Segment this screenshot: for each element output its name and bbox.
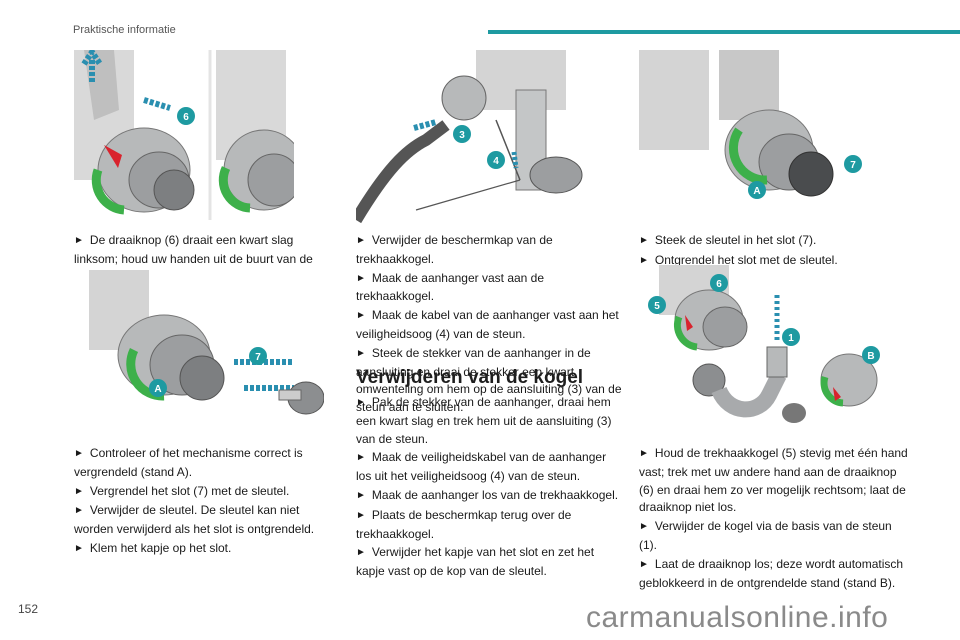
badge-4-label: 4 <box>493 156 499 167</box>
col2-b1-item: Maak de kabel van de aanhanger vast aan … <box>356 307 622 344</box>
badge-4 <box>487 151 505 169</box>
badge-6-label: 6 <box>716 279 722 290</box>
badge-7 <box>249 347 267 365</box>
badge-3-label: 3 <box>459 130 465 141</box>
col2-b1-item: Maak de aanhanger vast aan de trekhaakko… <box>356 270 622 307</box>
col1-b2-item: Verwijder de sleutel. De sleutel kan nie… <box>74 502 336 539</box>
right-knob-assembly <box>216 50 294 213</box>
col2-b2-item: Pak de stekker van de aanhanger, draai h… <box>356 394 622 448</box>
badge-7 <box>844 155 862 173</box>
badge-6 <box>710 274 728 292</box>
badge-A <box>149 379 167 397</box>
col2-b2-item: Plaats de beschermkap terug over de trek… <box>356 507 622 544</box>
header-accent-bar <box>488 30 960 34</box>
col2-section: Verwijderen van de kogel <box>356 366 622 391</box>
badge-B-label: B <box>867 351 874 362</box>
col3-b2-item: Laat de draaiknop los; deze wordt automa… <box>639 556 909 593</box>
col3-b1-item: Ontgrendel het slot met de sleutel. <box>639 252 909 271</box>
badge-7-label: 7 <box>255 352 261 363</box>
col1-block1: De draaiknop (6) draait een kwart slag l… <box>74 232 336 287</box>
col1-block2: Controleer of het mechanisme correct is … <box>74 445 336 560</box>
badge-7-label: 7 <box>850 160 856 171</box>
badge-1 <box>782 328 800 346</box>
badge-6 <box>177 107 195 125</box>
col2-b2-item: Maak de veiligheidskabel van de aanhange… <box>356 449 622 486</box>
col3-block1: Steek de sleutel in het slot (7). Ontgre… <box>639 232 909 272</box>
figure-knob-rotate: 6 <box>74 50 294 220</box>
badge-1-label: 1 <box>788 333 794 344</box>
figure-key-lock: 7 A <box>639 50 879 210</box>
col3-b1-item: Steek de sleutel in het slot (7). <box>639 232 909 251</box>
col3-b2-item: Houd de trekhaakkogel (5) stevig met één… <box>639 445 909 517</box>
section-heading: Verwijderen van de kogel <box>356 367 584 388</box>
badge-5 <box>648 296 666 314</box>
col2-b1-item: Verwijder de beschermkap van de trekhaak… <box>356 232 622 269</box>
col2-b2-item: Verwijder het kapje van het slot en zet … <box>356 544 622 581</box>
col1-b2-item: Klem het kapje op het slot. <box>74 540 336 559</box>
badge-5-label: 5 <box>654 301 660 312</box>
page-number: 152 <box>18 602 39 616</box>
left-knob-assembly: 6 <box>74 50 195 215</box>
badge-3 <box>453 125 471 143</box>
col1-b2-item: Vergrendel het slot (7) met de sleutel. <box>74 483 336 502</box>
badge-6-label: 6 <box>183 112 189 123</box>
watermark-text: carmanualsonline.info <box>586 601 889 634</box>
col1-b2-item: Controleer of het mechanisme correct is … <box>74 445 336 482</box>
col1-b1-item: De draaiknop (6) draait een kwart slag l… <box>74 232 336 286</box>
figure-trailer-socket: 3 4 <box>356 50 616 225</box>
badge-A <box>748 181 766 199</box>
badge-A-label: A <box>753 186 760 197</box>
col2-b2-item: Maak de aanhanger los van de trekhaakkog… <box>356 487 622 506</box>
badge-A-label: A <box>154 384 161 395</box>
col3-block2: Houd de trekhaakkogel (5) stevig met één… <box>639 445 909 593</box>
col3-b2-item: Verwijder de kogel via de basis van de s… <box>639 518 909 555</box>
figure-ball-removal: 5 6 1 B <box>639 265 889 430</box>
page-header-title: Praktische informatie <box>73 24 176 36</box>
figure-lock-cap: 7 A <box>74 270 324 430</box>
badge-B <box>862 346 880 364</box>
col2-block2: Pak de stekker van de aanhanger, draai h… <box>356 394 622 582</box>
